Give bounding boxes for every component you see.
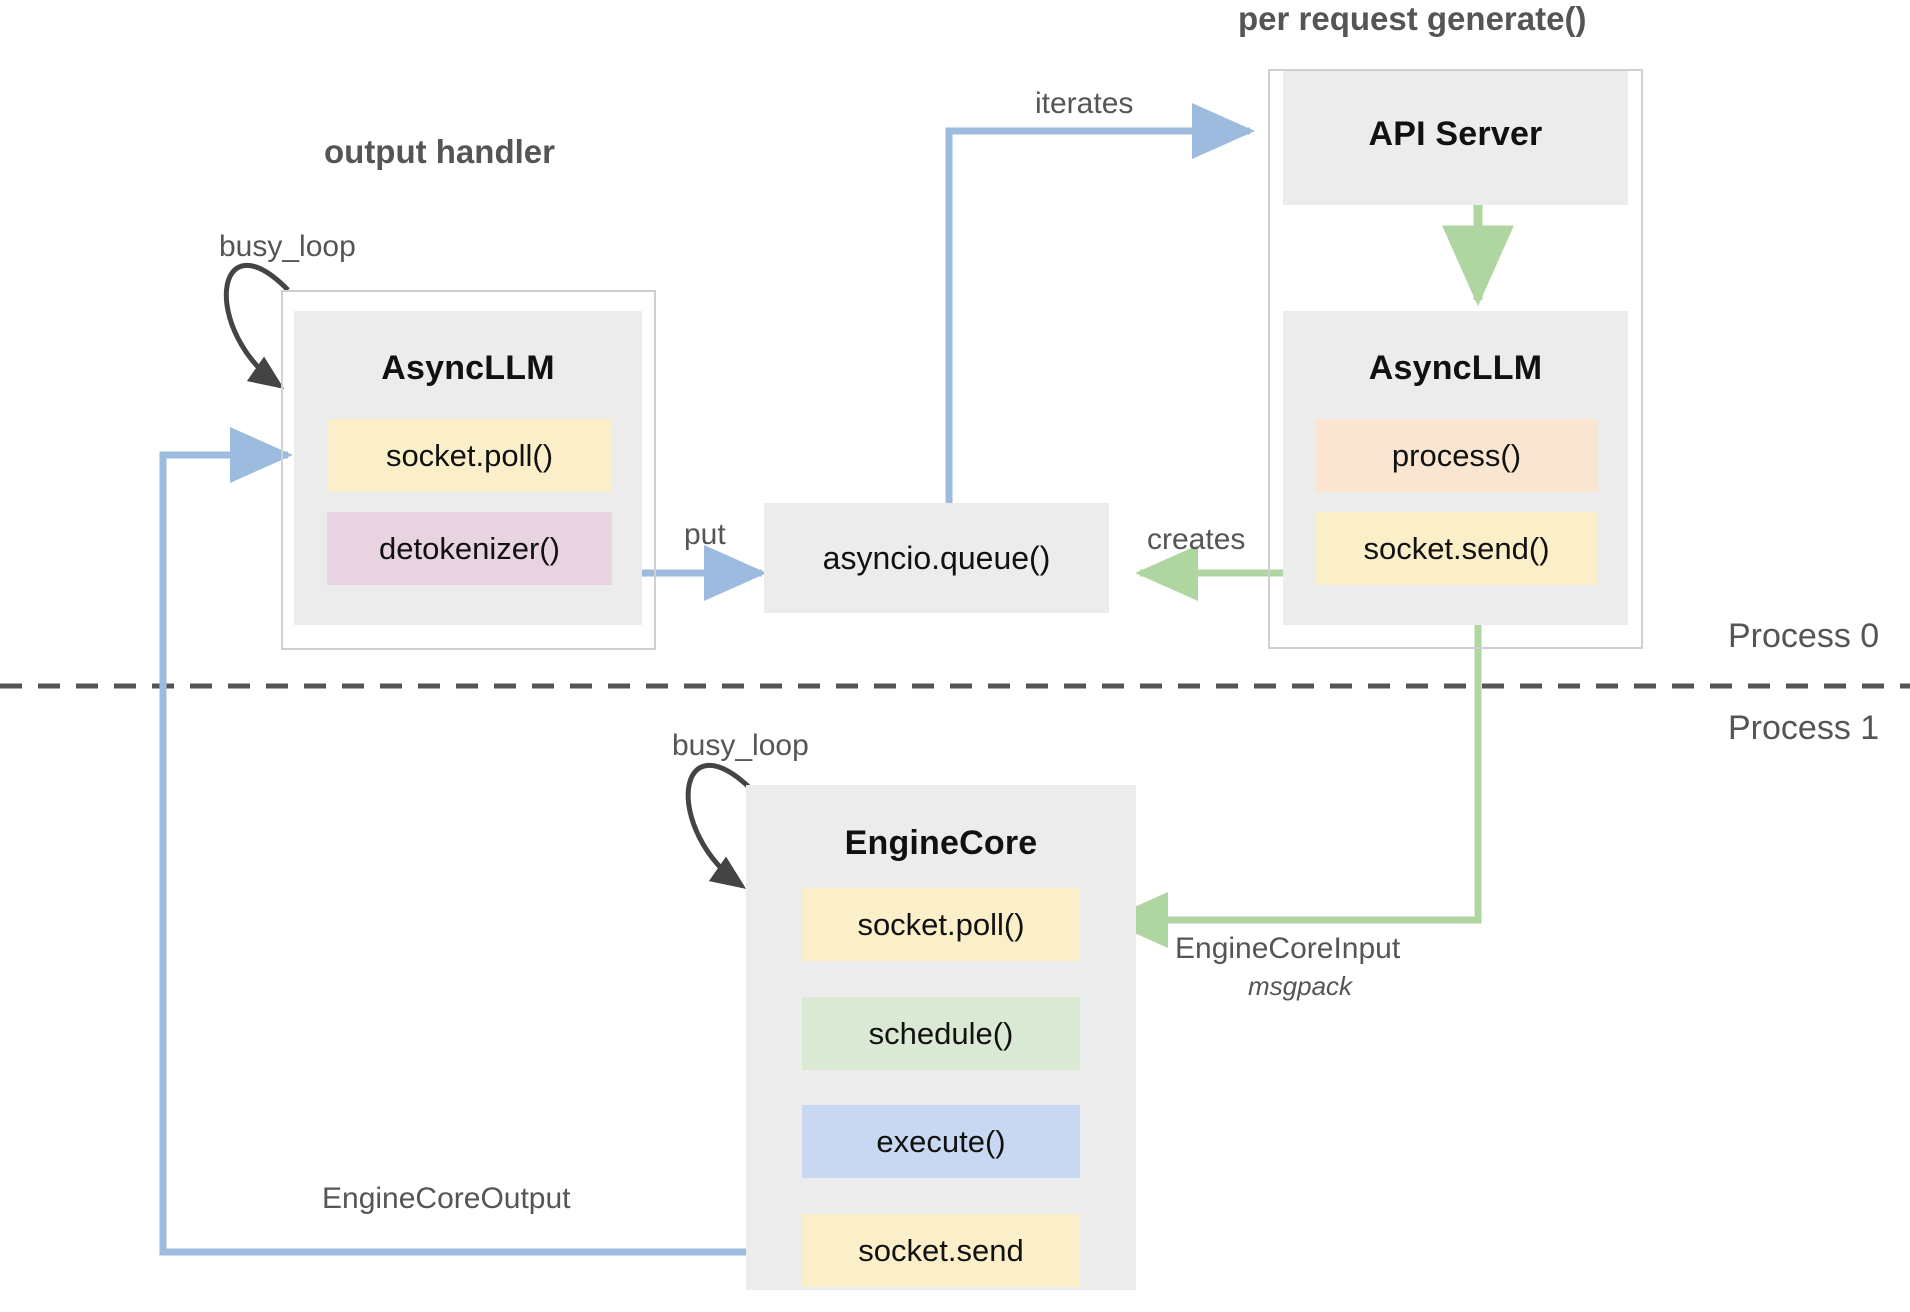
node-engine-core[interactable]: EngineCore socket.poll() schedule() exec… xyxy=(746,785,1136,1290)
node-title-api-server: API Server xyxy=(1368,115,1543,153)
step-process[interactable]: process() xyxy=(1315,419,1598,492)
process-label-bottom: Process 1 xyxy=(1728,709,1880,747)
node-title-async-llm-right: AsyncLLM xyxy=(1368,349,1543,387)
busy-loop-enginecore-arrow xyxy=(685,762,754,889)
group-label-per-request-generate: per request generate() xyxy=(1238,0,1587,37)
step-socket-poll-core[interactable]: socket.poll() xyxy=(802,888,1080,961)
step-socket-poll-left[interactable]: socket.poll() xyxy=(327,419,612,492)
edge-label-busy-loop-enginecore: busy_loop xyxy=(672,729,809,762)
output-handler-frame xyxy=(281,290,656,650)
step-detokenizer[interactable]: detokenizer() xyxy=(327,512,612,585)
edge-label-put: put xyxy=(684,518,726,551)
node-asyncio-queue[interactable]: asyncio.queue() xyxy=(764,503,1109,613)
group-label-output-handler: output handler xyxy=(324,133,555,170)
node-api-server[interactable]: API Server xyxy=(1283,71,1628,205)
edge-label-iterates: iterates xyxy=(1035,87,1134,120)
edge-sublabel-msgpack: msgpack xyxy=(1248,971,1353,1001)
process-label-top: Process 0 xyxy=(1728,617,1880,655)
iterates-arrow xyxy=(945,103,1255,512)
step-socket-send-core[interactable]: socket.send xyxy=(802,1214,1080,1287)
node-async-llm-right[interactable]: AsyncLLM process() socket.send() xyxy=(1283,311,1628,625)
node-title-engine-core: EngineCore xyxy=(844,824,1038,862)
edge-label-engine-core-input: EngineCoreInput xyxy=(1175,932,1401,965)
edge-label-busy-loop-left: busy_loop xyxy=(219,230,356,263)
step-execute[interactable]: execute() xyxy=(802,1105,1080,1178)
step-socket-send-right[interactable]: socket.send() xyxy=(1315,512,1598,585)
node-async-llm-left[interactable]: AsyncLLM socket.poll() detokenizer() xyxy=(294,311,642,625)
node-title-async-llm-left: AsyncLLM xyxy=(381,349,555,387)
edge-label-creates: creates xyxy=(1147,523,1246,556)
step-schedule[interactable]: schedule() xyxy=(802,997,1080,1070)
busy-loop-left-arrow xyxy=(223,262,290,389)
edge-label-engine-core-output: EngineCoreOutput xyxy=(322,1182,571,1215)
per-request-generate-frame xyxy=(1268,69,1643,649)
